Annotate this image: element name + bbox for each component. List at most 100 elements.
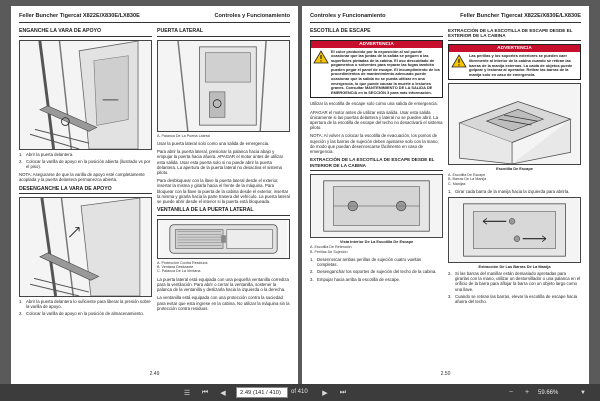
section-title: VENTANILLA DE LA PUERTA LATERAL xyxy=(157,207,290,216)
note-text: NOTA: Asegurarse de que la varilla de ap… xyxy=(19,172,145,183)
body-text: Para desbloquear con la llave la puerta … xyxy=(157,178,290,204)
list-item: 2.Si las barras del manillar están demas… xyxy=(448,270,581,292)
first-page-icon[interactable]: ⏮ xyxy=(201,388,209,396)
list-item: 2.Colocar la varilla de apoyo en la posi… xyxy=(19,158,151,169)
step-text: Desenroscar ambas perillas de sujeción c… xyxy=(317,256,422,268)
right-column-1: ESCOTILLA DE ESCAPE ADVERTENCIA El color… xyxy=(310,28,443,285)
caption-line: C. Palanca De La Ventana xyxy=(157,269,201,274)
step-text: Colocar la varilla de apoyo en la posici… xyxy=(26,311,144,317)
page-right: Controles y Funcionamiento Feller Bunche… xyxy=(302,6,589,384)
zoom-in-icon[interactable]: + xyxy=(524,389,530,396)
hatch-interior-illustration xyxy=(312,174,441,237)
caption-line: B. Ventana Deslizante xyxy=(157,265,194,270)
figure-title: Vista Interior De La Escotilla De Escape xyxy=(339,238,414,244)
section-title: ENGANCHE LA VARA DE APOYO xyxy=(19,28,152,37)
warning-box: ADVERTENCIA El color producido por la ex… xyxy=(310,39,443,99)
caption-line: B. Barras De La Manija xyxy=(448,177,487,182)
left-column-2: PUERTA LATERAL A. Palanca De La Puerta L… xyxy=(157,28,290,314)
right-column-2: EXTRACCIÓN DE LA ESCOTILLA DE ESCAPE DES… xyxy=(448,28,581,307)
figure-caption: A. Escotilla De Escape B. Barras De La M… xyxy=(448,173,581,186)
support-rod-illustration xyxy=(20,198,151,297)
list-item: 3.Empujar hacia arriba la escotilla de e… xyxy=(310,276,401,282)
section-title: PUERTA LATERAL xyxy=(157,28,290,37)
figure-side-window xyxy=(157,218,290,259)
list-item: 3.Cuando se retiran las barras, elevar l… xyxy=(448,294,581,304)
side-door-illustration xyxy=(158,40,289,131)
previous-page-icon[interactable]: ◀ xyxy=(220,389,226,397)
body-text: Para abrir la puerta lateral, presionar … xyxy=(157,149,284,175)
section-title: EXTRACCIÓN DE LA ESCOTILLA DE ESCAPE DES… xyxy=(448,28,581,42)
page-left: Feller Buncher Tigercat X822E/X830E/LX83… xyxy=(11,6,298,384)
next-page-icon[interactable]: ▶ xyxy=(322,389,328,397)
step-list: 1.Abrir la puerta delantera. 2.Colocar l… xyxy=(19,152,152,170)
page-number: 2.49 xyxy=(149,371,160,377)
warning-text: El color producido por la exposición al … xyxy=(331,48,440,95)
list-item: 1.Abrir la puerta delantera. xyxy=(19,151,74,157)
warning-triangle-icon xyxy=(313,49,329,96)
figure-caption: A. Palanca De La Puerta Lateral xyxy=(157,133,210,138)
warning-label: ADVERTENCIA xyxy=(311,40,442,48)
figure-caption: A. Escotilla De Retención B. Perillas De… xyxy=(310,245,443,254)
step-list: 1.Abrir la puerta delantera lo suficient… xyxy=(19,299,152,317)
body-text: Usar la puerta lateral solo como una sal… xyxy=(157,140,270,146)
list-item: 2.Desenganchar los soportes de sujeción … xyxy=(310,269,437,275)
list-item: 1.Abrir la puerta delantera lo suficient… xyxy=(19,299,151,310)
step-text: Colocar la varilla de apoyo en la posici… xyxy=(26,158,151,169)
step-text: Abrir la puerta delantera lo suficiente … xyxy=(26,299,151,310)
step-text: Abrir la puerta delantera. xyxy=(26,151,74,157)
page-header: Controles y Funcionamiento Feller Bunche… xyxy=(310,13,581,23)
figure-hatch-interior xyxy=(310,173,443,238)
step-text: Desenganchar los soportes de sujeción de… xyxy=(317,269,437,275)
warning-triangle-icon xyxy=(451,54,467,77)
viewer-toolbar: ☰ ⏮ ◀ 2.49 (141 / 410) of 410 ▶ ⏭ − + 59… xyxy=(0,384,600,401)
figure-escape-hatch xyxy=(448,83,581,166)
header-title: Feller Buncher Tigercat X822E/X830E/LX83… xyxy=(19,13,140,19)
caption-line: C. Manijas xyxy=(448,181,466,186)
list-item: 1.Girar cada barra de la manija hacia la… xyxy=(448,189,570,195)
page-number: 2.50 xyxy=(440,371,451,377)
left-column-1: ENGANCHE LA VARA DE APOYO 1.Abrir la pue… xyxy=(19,28,152,320)
list-item: 2.Colocar la varilla de apoyo en la posi… xyxy=(19,311,144,317)
step-list: 1.Girar cada barra de la manija hacia la… xyxy=(448,189,581,194)
step-text: Girar cada barra de la manija hacia la i… xyxy=(455,189,570,195)
page-total: of 410 xyxy=(291,389,308,395)
list-item: 1.Desenroscar ambas perillas de sujeción… xyxy=(310,257,443,267)
step-text: Cuando se retiran las barras, elevar la … xyxy=(455,293,578,304)
sidebar-toggle-icon[interactable]: ☰ xyxy=(183,389,191,397)
body-text: La puerta lateral está equipada con una … xyxy=(157,276,289,293)
figure-support-rod-engage xyxy=(19,39,152,150)
page-number-input[interactable]: 2.49 (141 / 410) xyxy=(236,387,288,398)
figure-support-rod-disengage xyxy=(19,197,152,298)
header-section: Controles y Funcionamiento xyxy=(214,13,290,19)
support-rod-illustration xyxy=(20,40,151,149)
page-header: Feller Buncher Tigercat X822E/X830E/LX83… xyxy=(19,13,290,23)
body-text: La ventanilla está equipada con una prot… xyxy=(157,295,290,311)
figure-title: Escotilla De Escape xyxy=(496,166,533,172)
caption-line: A. Escotilla De Escape xyxy=(448,172,486,177)
figure-side-door xyxy=(157,39,290,132)
note-text: NOTA: Al volver a colocar la escotilla d… xyxy=(310,133,439,155)
zoom-out-icon[interactable]: − xyxy=(508,389,514,396)
handle-bars-illustration xyxy=(450,198,579,263)
warning-label: ADVERTENCIA xyxy=(449,45,580,53)
header-section: Controles y Funcionamiento xyxy=(310,13,386,19)
body-text: Utilizar la escotilla de escape solo com… xyxy=(310,101,438,107)
chevron-down-icon[interactable]: ▼ xyxy=(580,389,586,396)
step-list: 1.Desenroscar ambas perillas de sujeción… xyxy=(310,257,443,282)
section-title: EXTRACCIÓN DE LA ESCOTILLA DE ESCAPE DES… xyxy=(310,157,443,171)
side-window-illustration xyxy=(160,219,287,258)
caption-line: A. Protección Contra Residuos xyxy=(157,260,208,265)
figure-caption: A. Protección Contra Residuos B. Ventana… xyxy=(157,261,290,274)
section-title: ESCOTILLA DE ESCAPE xyxy=(310,28,443,37)
last-page-icon[interactable]: ⏭ xyxy=(339,388,347,396)
body-text: APAGAR el motor antes de utilizar esta s… xyxy=(310,109,443,131)
warning-text: Las perillas y los soportes exteriores s… xyxy=(469,53,573,77)
escape-hatch-illustration xyxy=(449,84,580,165)
step-list: 2.Si las barras del manillar están demas… xyxy=(448,271,581,304)
caption-line: A. Escotilla De Retención xyxy=(310,245,352,250)
zoom-level[interactable]: 59.66% xyxy=(538,389,559,396)
warning-box: ADVERTENCIA Las perillas y los soportes … xyxy=(448,44,581,81)
figure-title: Extracción De Las Barras De La Manija xyxy=(478,264,551,270)
figure-handle-bars xyxy=(448,197,581,264)
step-text: Si las barras del manillar están demasia… xyxy=(455,270,581,292)
